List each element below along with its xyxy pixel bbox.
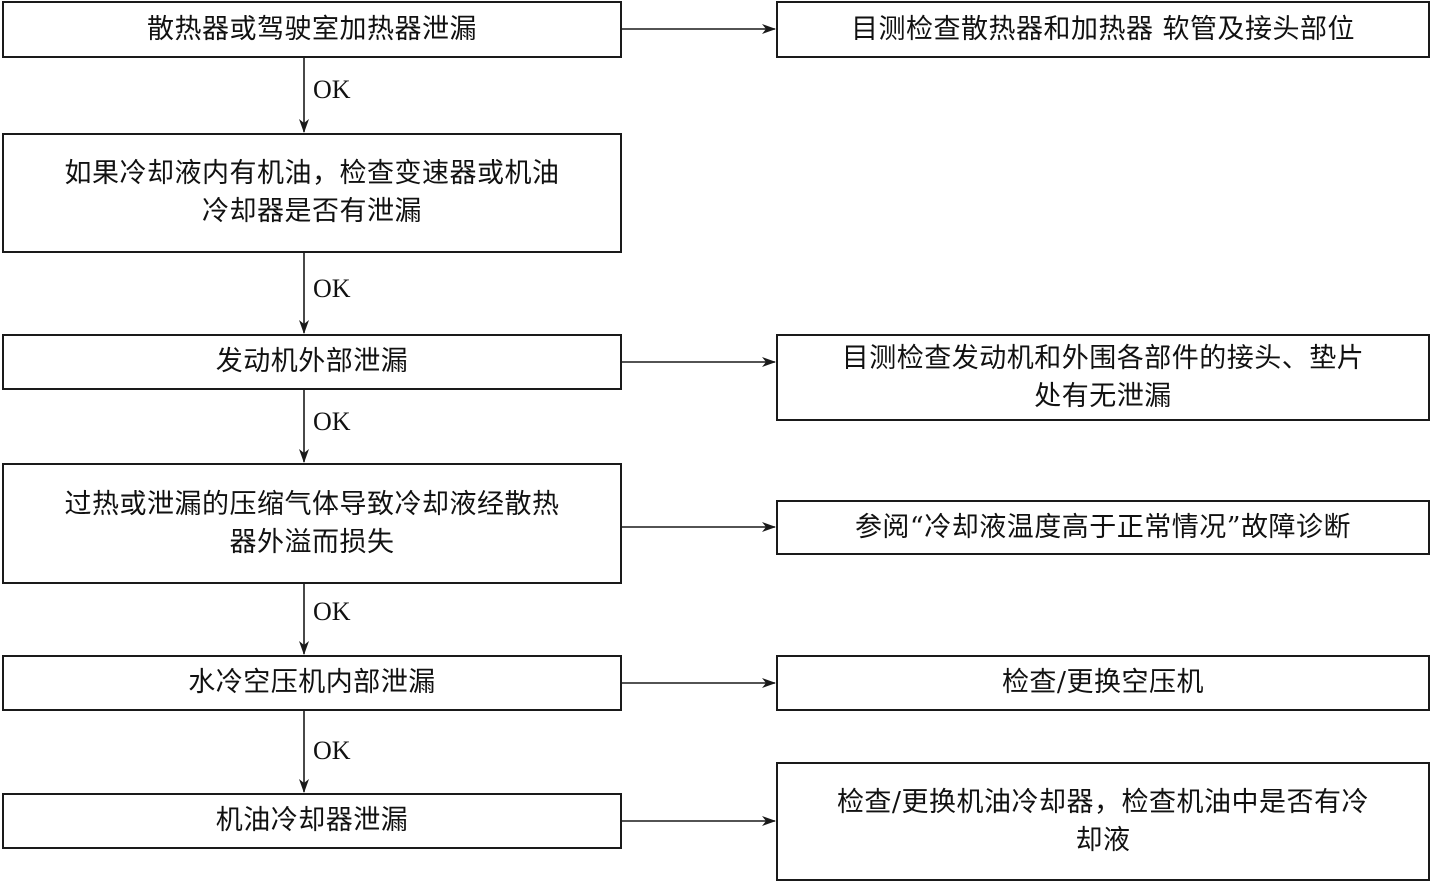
ok-label: OK [313, 407, 351, 436]
step-box-overheat-gas-loss: 过热或泄漏的压缩气体导致冷却液经散热 器外溢而损失 [2, 463, 622, 584]
step-text: 冷却器是否有泄漏 [202, 196, 422, 227]
action-text: 检查/更换空压机 [1001, 667, 1205, 698]
ok-label: OK [313, 75, 351, 104]
action-box-see-overheat-diagnosis: 参阅“冷却液温度高于正常情况”故障诊断 [776, 500, 1430, 555]
step-box-oil-in-coolant: 如果冷却液内有机油，检查变速器或机油 冷却器是否有泄漏 [2, 133, 622, 253]
action-text: 却液 [1075, 824, 1131, 856]
action-text: 参阅“冷却液温度高于正常情况”故障诊断 [854, 511, 1352, 543]
action-text: 目测检查散热器和加热器 软管及接头部位 [850, 13, 1356, 45]
step-box-compressor-internal-leak: 水冷空压机内部泄漏 [2, 655, 622, 711]
action-box-replace-oil-cooler: 检查/更换机油冷却器，检查机油中是否有冷 却液 [776, 762, 1430, 881]
action-box-inspect-hoses: 目测检查散热器和加热器 软管及接头部位 [776, 1, 1430, 58]
step-text: 散热器或驾驶室加热器泄漏 [147, 13, 477, 45]
ok-label: OK [313, 274, 351, 303]
step-box-oil-cooler-leak: 机油冷却器泄漏 [2, 793, 622, 849]
action-text: 目测检查发动机和外围各部件的接头、垫片 [841, 342, 1365, 374]
step-text: 如果冷却液内有机油，检查变速器或机油 [64, 158, 560, 189]
step-box-engine-external-leak: 发动机外部泄漏 [2, 334, 622, 390]
step-text: 发动机外部泄漏 [215, 346, 409, 377]
ok-label: OK [313, 597, 351, 626]
action-box-inspect-engine-joints: 目测检查发动机和外围各部件的接头、垫片 处有无泄漏 [776, 334, 1430, 421]
action-box-replace-compressor: 检查/更换空压机 [776, 655, 1430, 711]
step-text: 机油冷却器泄漏 [215, 805, 409, 836]
step-text: 器外溢而损失 [229, 526, 395, 558]
ok-label: OK [313, 736, 351, 765]
step-box-radiator-leak: 散热器或驾驶室加热器泄漏 [2, 1, 622, 58]
step-text: 水冷空压机内部泄漏 [188, 667, 436, 698]
step-text: 过热或泄漏的压缩气体导致冷却液经散热 [64, 488, 560, 520]
action-text: 检查/更换机油冷却器，检查机油中是否有冷 [836, 786, 1370, 818]
action-text: 处有无泄漏 [1034, 380, 1172, 412]
